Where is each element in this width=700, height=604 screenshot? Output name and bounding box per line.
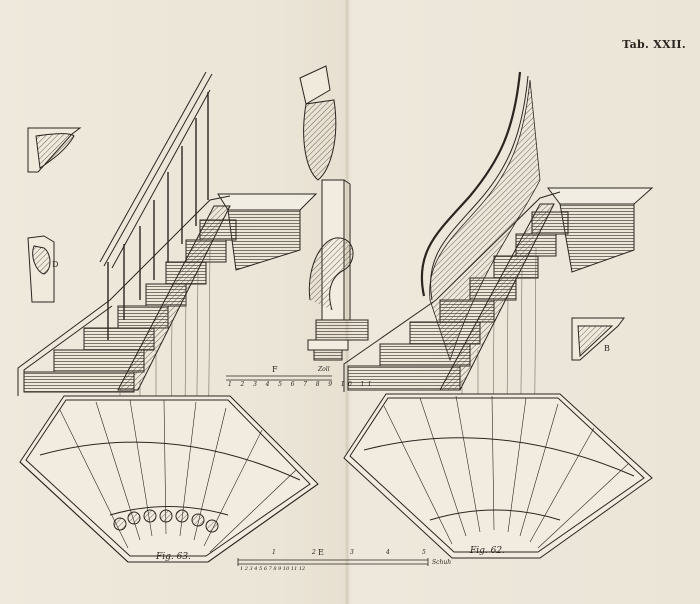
- left-plan-baluster-circles: [113, 509, 219, 533]
- detail-d-ornament: [27, 235, 55, 303]
- upper-scale-bar: [226, 375, 332, 381]
- lower-scale-unit: Schuh: [432, 559, 452, 566]
- upper-scale-n1: 1: [228, 381, 236, 388]
- upper-scale-n3: 3: [253, 381, 261, 388]
- upper-scale-numbers: 1 2 3 4 5 6 7 8 9 10 11: [228, 381, 375, 388]
- letter-d-label: D: [52, 260, 59, 269]
- letter-b-label: B: [604, 344, 610, 353]
- right-staircase: [343, 71, 654, 540]
- lower-scale-n5: 5: [422, 549, 426, 556]
- fig-62-caption: Fig. 62.: [470, 546, 505, 556]
- center-newel-post: [299, 65, 369, 361]
- right-balustrade: [429, 79, 541, 362]
- lower-scale-n3: 3: [350, 549, 354, 556]
- plate-number-label: Tab. XXII.: [622, 38, 686, 51]
- upper-scale-n4: 4: [265, 381, 273, 388]
- upper-scale-n8: 8: [315, 381, 323, 388]
- upper-scale-n11: 11: [360, 381, 375, 388]
- lower-scale-subdivisions: 1 2 3 4 5 6 7 8 9 10 11 12: [240, 566, 306, 572]
- fig-63-caption: Fig. 63.: [156, 552, 191, 562]
- upper-scale-n9: 9: [328, 381, 336, 388]
- upper-scale-n10: 10: [340, 381, 356, 388]
- left-staircase: [17, 71, 318, 540]
- left-balusters: [107, 92, 209, 340]
- left-plan: [19, 395, 319, 563]
- upper-scale-n5: 5: [278, 381, 286, 388]
- upper-scale-unit: Zoll: [318, 366, 330, 373]
- lower-scale-bar: [237, 558, 429, 566]
- upper-scale-n2: 2: [240, 381, 248, 388]
- lower-scale-n1: 1: [272, 549, 276, 556]
- upper-scale-n6: 6: [290, 381, 298, 388]
- right-handrail: [420, 71, 522, 297]
- upper-scale-n7: 7: [303, 381, 311, 388]
- letter-e-label: E: [318, 548, 324, 557]
- letter-f-label: F: [272, 365, 278, 374]
- right-plan: [343, 393, 653, 559]
- detail-bracket-ornament: [27, 127, 82, 173]
- detail-b-ornament: [571, 317, 625, 361]
- lower-scale-n4: 4: [386, 549, 390, 556]
- lower-scale-n2: 2: [312, 549, 316, 556]
